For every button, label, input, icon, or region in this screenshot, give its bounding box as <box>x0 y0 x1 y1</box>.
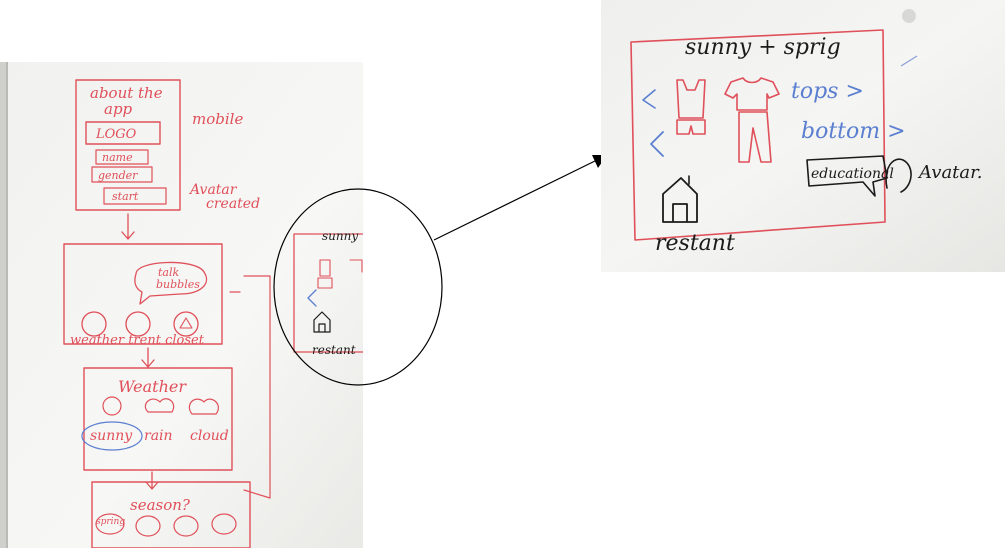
avatar-note: Avatar <box>188 182 238 198</box>
restaurant-label: restant <box>655 231 735 256</box>
weather-nav-icon <box>81 311 107 337</box>
mini-sunny-heading: sunny <box>322 229 358 243</box>
hanger-icon <box>179 317 193 329</box>
rain-option: rain <box>144 428 173 444</box>
fall-option-circle <box>173 515 199 537</box>
spring-option-circle <box>95 513 125 535</box>
restaurant-house-icon <box>662 177 698 223</box>
educational-label: educational <box>811 166 894 182</box>
trend-nav-icon <box>125 311 151 337</box>
avatar-head-icon <box>885 158 912 193</box>
sun-icon <box>102 396 122 416</box>
prev-top-chevron-icon <box>642 89 656 109</box>
educational-speech-box <box>806 155 888 197</box>
talk-bubbles-text-1: talk <box>158 266 179 279</box>
about-the-app-text-1: about the <box>90 84 163 102</box>
spring-option: spring <box>96 517 125 527</box>
gender-box <box>91 166 153 183</box>
t-shirt-icon <box>724 77 780 111</box>
sunny-option: sunny <box>90 428 133 444</box>
zoom-title: sunny + sprig <box>685 35 841 60</box>
flow-arrow-3 <box>145 471 159 490</box>
season-screen-outline <box>91 481 251 548</box>
nav-labels-text: weather trent closet <box>70 333 205 348</box>
weather-heading: Weather <box>118 377 187 396</box>
whiteboard-flow-photo: about the app mobile LOGO name gender st… <box>0 62 363 548</box>
talk-bubbles-text-2: bubbles <box>156 278 200 291</box>
logo-box <box>85 121 161 145</box>
start-label: start <box>112 190 139 203</box>
name-box <box>95 149 149 165</box>
sunny-selected-highlight <box>81 421 143 451</box>
next-screen-edge <box>243 275 271 499</box>
bottoms-label: bottom > <box>801 119 906 144</box>
closet-nav-icon <box>173 311 199 337</box>
about-the-app-text-2: app <box>104 100 133 118</box>
summer-option-circle <box>135 515 161 537</box>
created-note: created <box>206 196 260 212</box>
cloud-icon <box>188 398 219 415</box>
start-box <box>103 187 167 205</box>
rain-cloud-icon <box>144 398 175 413</box>
winter-option-circle <box>211 513 237 535</box>
pants-icon <box>738 111 772 163</box>
phone-screen-outline <box>75 79 181 211</box>
avatar-label: Avatar. <box>917 162 982 183</box>
tank-top-icon <box>676 79 706 119</box>
zoom-callout-arrow-line <box>433 159 598 241</box>
season-heading: season? <box>130 496 191 514</box>
talk-bubble-shape <box>134 261 208 305</box>
stray-mark <box>900 55 918 67</box>
prev-bottom-chevron-icon <box>650 131 664 157</box>
flow-arrow-2 <box>141 347 155 368</box>
zoom-screen-outline <box>630 29 886 241</box>
name-label: name <box>102 151 133 164</box>
flow-arrow-1 <box>121 213 135 240</box>
weather-screen-outline <box>83 367 233 471</box>
mobile-note: mobile <box>192 110 243 128</box>
cloud-option: cloud <box>190 428 229 444</box>
shorts-icon <box>676 119 706 135</box>
mini-restaurant-label: restant <box>312 343 356 357</box>
gender-label: gender <box>98 169 138 182</box>
home-screen-outline <box>63 243 223 345</box>
tops-label: tops > <box>791 79 864 104</box>
logo-label: LOGO <box>95 127 137 142</box>
whiteboard-zoom-photo: sunny + sprig tops > bottom > educationa… <box>601 0 1005 272</box>
